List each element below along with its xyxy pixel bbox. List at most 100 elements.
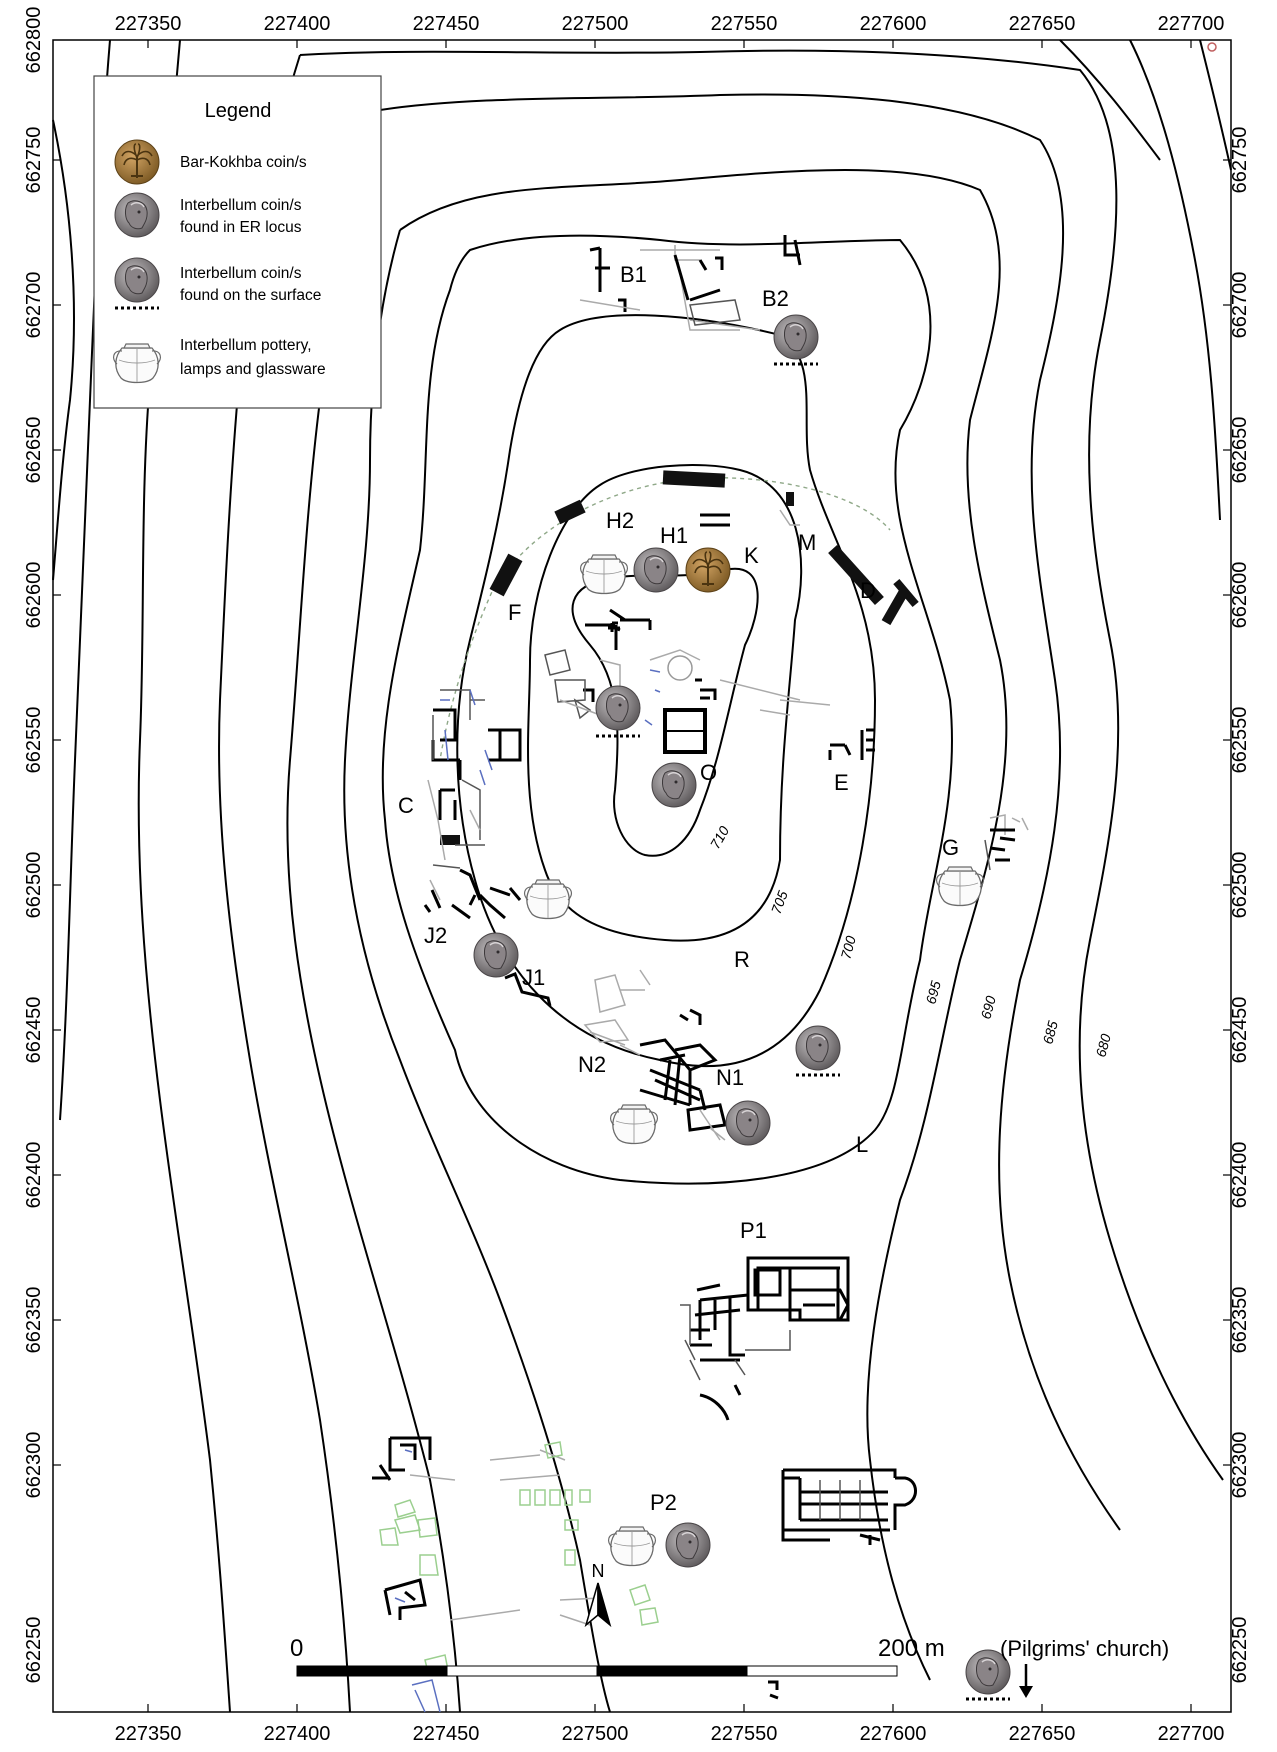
north-arrow-icon: N (584, 1561, 612, 1628)
scale-bar-end-label: 200 m (878, 1635, 945, 1662)
site-label-k: K (744, 543, 759, 568)
contour-line-690 (399, 169, 1008, 1681)
area-n-structures (583, 1008, 727, 1141)
x-tick-label: 227550 (711, 13, 778, 35)
y-tick-label: 662250 (23, 1617, 45, 1684)
area-o-structures (544, 618, 831, 754)
site-label-g: G (942, 835, 959, 860)
y-tick-label: 662300 (1229, 1432, 1251, 1499)
arrow-down-icon (1019, 1664, 1033, 1698)
contour-line-695 (381, 234, 953, 1185)
area-b-structures (579, 235, 802, 331)
y-tick-label: 662500 (1229, 852, 1251, 919)
y-tick-label: 662650 (23, 417, 45, 484)
grid-ticks (53, 40, 1231, 1712)
area-c-structures (423, 689, 522, 920)
contour-line-west-1 (52, 119, 75, 581)
contour-label: 700 (837, 934, 859, 961)
fortification-walls (440, 470, 919, 845)
x-tick-label: 227600 (860, 1723, 927, 1745)
contour-line-685 (379, 93, 1121, 1531)
x-tick-label: 227550 (711, 1723, 778, 1745)
site-label-e: E (834, 770, 849, 795)
scale-bar: 0 200 m (290, 1635, 945, 1677)
site-label-b1: B1 (620, 262, 647, 287)
x-tick-label: 227650 (1009, 13, 1076, 35)
y-tick-label: 662450 (1229, 997, 1251, 1064)
x-axis-top: 227350 227400 227450 227500 227550 22760… (115, 13, 1225, 35)
contour-line-east-2 (1199, 39, 1232, 171)
area-p1-structures (680, 1256, 850, 1421)
contour-line-east-1 (1129, 39, 1221, 521)
pilgrims-church-label: (Pilgrims' church) (1000, 1636, 1169, 1661)
interbellum-coin-icon (473, 932, 519, 978)
interbellum-coin-icon (651, 762, 697, 808)
survey-marker-icon (1207, 42, 1217, 52)
area-h-structures (585, 509, 800, 632)
scale-bar-start-label: 0 (290, 1635, 303, 1662)
bar-kokhba-coin-icon (114, 139, 160, 185)
site-label-n2: N2 (578, 1052, 606, 1077)
x-tick-label: 227450 (413, 13, 480, 35)
site-label-o: O (700, 760, 717, 785)
legend-title: Legend (205, 100, 272, 122)
x-tick-label: 227700 (1158, 1723, 1225, 1745)
pottery-vessel-icon (579, 554, 629, 595)
legend-item-sublabel: found in ER locus (180, 219, 302, 236)
bar-kokhba-coin-icon (685, 547, 731, 593)
y-tick-label: 662350 (1229, 1287, 1251, 1354)
site-label-d: D (860, 578, 876, 603)
legend-item-sublabel: found on the surface (180, 287, 321, 304)
site-labels: B1 B2 H2 H1 K M D F C O E G J2 J1 R N2 N… (398, 262, 959, 1515)
interbellum-coin-icon (633, 547, 679, 593)
y-tick-label: 662450 (23, 997, 45, 1064)
map-frame (52, 39, 1232, 1713)
y-tick-label: 662400 (23, 1142, 45, 1209)
y-tick-label: 662550 (1229, 707, 1251, 774)
legend-item-label: Bar-Kokhba coin/s (180, 154, 307, 171)
site-label-j1: J1 (522, 965, 545, 990)
x-tick-label: 227500 (562, 1723, 629, 1745)
x-tick-label: 227700 (1158, 13, 1225, 35)
contour-line-east-3 (1059, 39, 1161, 161)
x-tick-label: 227500 (562, 13, 629, 35)
pottery-vessel-icon (607, 1526, 657, 1567)
contour-line-705 (527, 464, 803, 942)
interbellum-coin-surface-icon (114, 257, 160, 303)
area-j-structures (504, 969, 651, 1013)
contour-label: 680 (1092, 1032, 1114, 1059)
site-label-m: M (798, 530, 816, 555)
y-tick-label: 662500 (23, 852, 45, 919)
y-tick-label: 662550 (23, 707, 45, 774)
y-tick-label: 662750 (1229, 127, 1251, 194)
contour-label: 705 (768, 888, 791, 916)
x-tick-label: 227600 (860, 13, 927, 35)
y-tick-label: 662800 (23, 7, 45, 74)
area-e-structures (828, 728, 1029, 871)
site-label-f: F (508, 600, 521, 625)
y-tick-label: 662600 (1229, 562, 1251, 629)
contour-label: 690 (977, 994, 999, 1021)
y-tick-label: 662400 (1229, 1142, 1251, 1209)
y-tick-label: 662250 (1229, 1617, 1251, 1684)
site-label-r: R (734, 947, 750, 972)
interbellum-coin-icon (773, 314, 819, 360)
y-tick-label: 662700 (1229, 272, 1251, 339)
x-tick-label: 227450 (413, 1723, 480, 1745)
y-tick-label: 662750 (23, 127, 45, 194)
site-label-h2: H2 (606, 508, 634, 533)
legend-item-label: Interbellum coin/s (180, 197, 302, 214)
site-label-h1: H1 (660, 523, 688, 548)
x-tick-label: 227400 (264, 1723, 331, 1745)
contour-line-700 (456, 314, 877, 1068)
site-label-n1: N1 (716, 1065, 744, 1090)
y-tick-label: 662300 (23, 1432, 45, 1499)
y-axis-left: 662800 662750 662700 662650 662600 66255… (23, 7, 45, 1684)
y-axis-right: 662750 662700 662650 662600 662550 66250… (1229, 127, 1251, 1684)
y-tick-label: 662350 (23, 1287, 45, 1354)
site-label-l: L (856, 1132, 868, 1157)
contour-line-710 (571, 567, 759, 857)
site-label-c: C (398, 793, 414, 818)
east-church-structures (781, 1468, 917, 1545)
